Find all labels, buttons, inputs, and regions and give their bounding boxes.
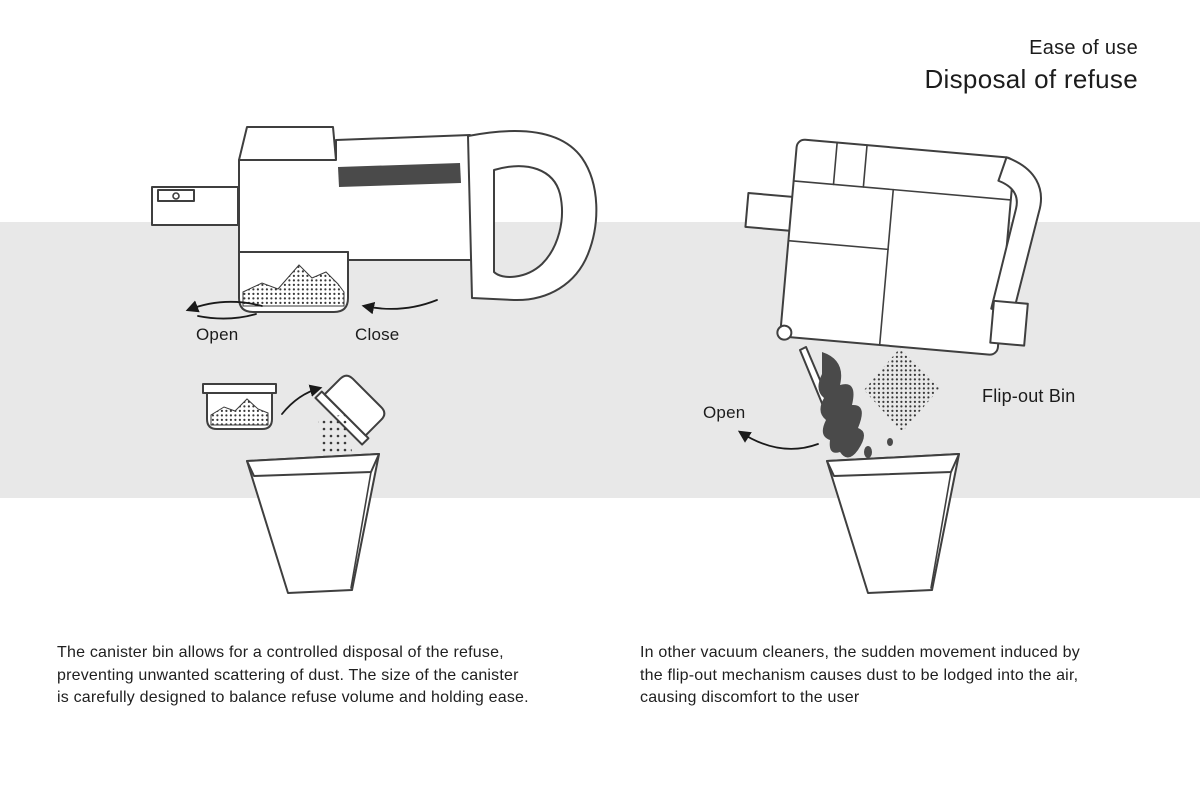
right-vacuum-panel-divider [878, 188, 895, 346]
right-caption: In other vacuum cleaners, the sudden mov… [640, 644, 1080, 706]
flip-bin-hinge [776, 324, 793, 341]
right-vacuum-top-line [792, 180, 1012, 201]
left-vacuum-vent [338, 163, 461, 187]
left-vacuum-nozzle-detail [157, 189, 195, 202]
right-vacuum-panel-line [787, 239, 889, 251]
pour-arrow-icon [281, 384, 323, 415]
left-vacuum-nozzle-screw [172, 192, 180, 200]
page-header: Ease of use Disposal of refuse [924, 36, 1138, 96]
right-trash-bin-inner-edge [930, 471, 952, 589]
right-open-label: Open [703, 403, 746, 422]
dust-cloud [864, 348, 940, 432]
header-subtitle: Ease of use [1029, 37, 1138, 59]
right-vacuum-battery [989, 299, 1029, 347]
tilted-canister-body [323, 374, 386, 437]
left-vacuum-top [238, 126, 337, 161]
page-title: Disposal of refuse [924, 64, 1138, 94]
open-rotation-arrow-tail-icon [197, 313, 257, 320]
left-caption: The canister bin allows for a controlled… [57, 644, 529, 706]
right-vacuum-illustration [737, 138, 1042, 481]
flip-out-bin-label: Flip-out Bin [982, 386, 1076, 406]
right-vacuum-body [779, 138, 1015, 356]
dust-stream [818, 352, 864, 458]
left-close-label: Close [355, 325, 400, 344]
open-rotation-arrow-icon [185, 300, 263, 313]
right-vacuum-divider-1 [832, 141, 838, 186]
right-vacuum-divider-2 [862, 144, 868, 188]
canister-dust [242, 264, 345, 307]
small-canister-dust [210, 398, 269, 426]
small-canister-lid [202, 383, 277, 394]
left-vacuum-illustration [151, 126, 598, 320]
close-arrow-icon [361, 299, 438, 315]
left-vacuum-handle [467, 130, 598, 302]
left-open-label: Open [196, 325, 239, 344]
left-trash-bin-inner-edge [350, 471, 372, 589]
left-trash-bin [246, 453, 380, 594]
right-trash-bin [826, 453, 960, 594]
left-trash-bin-rim [246, 453, 380, 477]
flip-open-arrow-icon [737, 430, 819, 450]
